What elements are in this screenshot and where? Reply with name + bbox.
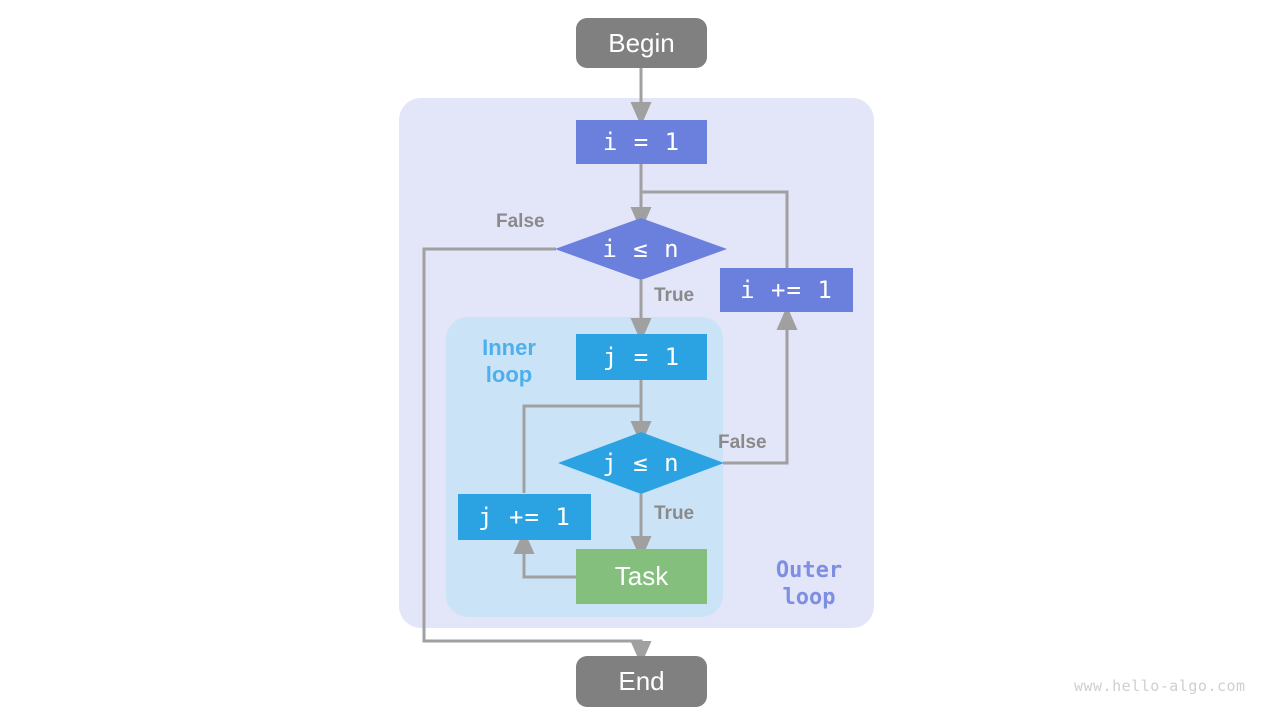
node-init-j[interactable]: j = 1: [576, 334, 707, 380]
node-incr-j-label: j += 1: [478, 503, 571, 531]
wire-incr-j-back-to-cond-j: [522, 404, 641, 493]
inner-loop-label-line2: loop: [485, 361, 533, 387]
wire-task-to-incr-j: [513, 530, 576, 579]
wire-cond-i-false-to-end: [422, 247, 652, 665]
node-incr-i[interactable]: i += 1: [720, 268, 853, 312]
node-begin[interactable]: Begin: [576, 18, 707, 68]
outer-loop-label-line1: Outer: [775, 558, 843, 583]
node-task-label: Task: [614, 561, 669, 591]
watermark: www.hello-algo.com: [1074, 677, 1246, 695]
node-init-i-label: i = 1: [602, 128, 681, 156]
node-cond-j-label: j ≤ n: [602, 449, 680, 477]
wire-cond-j-false-to-incr-i: [723, 306, 798, 465]
wire-incr-i-back-to-cond-i: [641, 190, 789, 268]
edge-label-j-true: True: [654, 503, 695, 524]
edge-label-i-false: False: [496, 211, 545, 232]
node-end-label: End: [618, 666, 665, 696]
node-incr-j[interactable]: j += 1: [458, 494, 591, 540]
node-cond-j[interactable]: j ≤ n: [558, 432, 724, 494]
node-cond-i-label: i ≤ n: [602, 235, 680, 263]
node-task[interactable]: Task: [576, 549, 707, 604]
outer-loop-label: Outer loop: [748, 558, 870, 612]
node-init-i[interactable]: i = 1: [576, 120, 707, 164]
outer-loop-label-line2: loop: [782, 584, 836, 610]
node-init-j-label: j = 1: [602, 343, 681, 371]
inner-loop-label-line1: Inner: [482, 335, 536, 360]
node-begin-label: Begin: [608, 27, 675, 58]
edge-label-i-true: True: [654, 285, 695, 306]
node-incr-i-label: i += 1: [740, 276, 833, 304]
edge-label-j-false: False: [718, 432, 767, 453]
node-end[interactable]: End: [576, 656, 707, 707]
node-cond-i[interactable]: i ≤ n: [555, 218, 727, 280]
inner-loop-label: Inner loop: [459, 335, 559, 389]
